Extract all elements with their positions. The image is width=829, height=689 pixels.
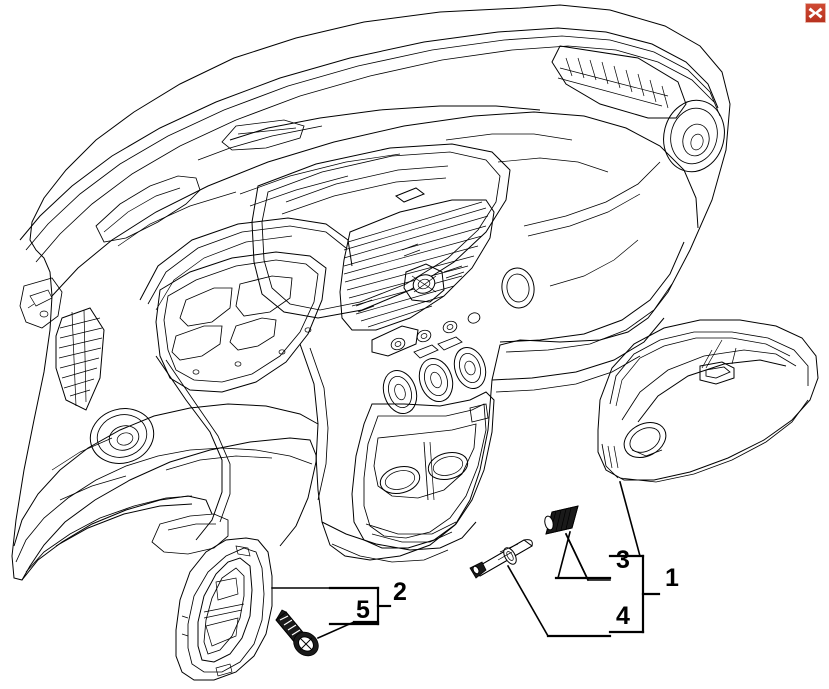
callout-label-4: 4	[616, 602, 630, 630]
left-lower-grille	[55, 307, 105, 411]
hvac-knobs	[382, 346, 487, 414]
control-buttons-row	[371, 312, 481, 359]
center-console	[351, 391, 495, 549]
close-button[interactable]	[805, 3, 826, 23]
right-side-vent	[663, 99, 725, 173]
callout-label-3: 3	[616, 546, 630, 574]
dashboard-assembly	[11, 4, 731, 581]
part-side-end-cap	[175, 537, 273, 681]
callout-label-2: 2	[393, 578, 407, 606]
cluster-opening	[155, 251, 327, 393]
callout-leaders	[271, 481, 661, 640]
part-spring-pin	[544, 505, 579, 535]
part-cluster-cowl	[597, 319, 819, 483]
center-right-vent	[501, 267, 535, 309]
callout-label-1: 1	[665, 564, 679, 592]
right-defroster-grille	[551, 45, 687, 119]
part-screw	[275, 609, 319, 657]
close-x-icon	[808, 7, 823, 19]
left-side-vent	[89, 408, 155, 464]
center-stack-bezel	[251, 143, 511, 319]
callout-label-5: 5	[356, 596, 370, 624]
left-switch-pod	[19, 277, 63, 329]
audio-grille	[339, 187, 495, 331]
part-hinge-pin	[469, 539, 533, 579]
